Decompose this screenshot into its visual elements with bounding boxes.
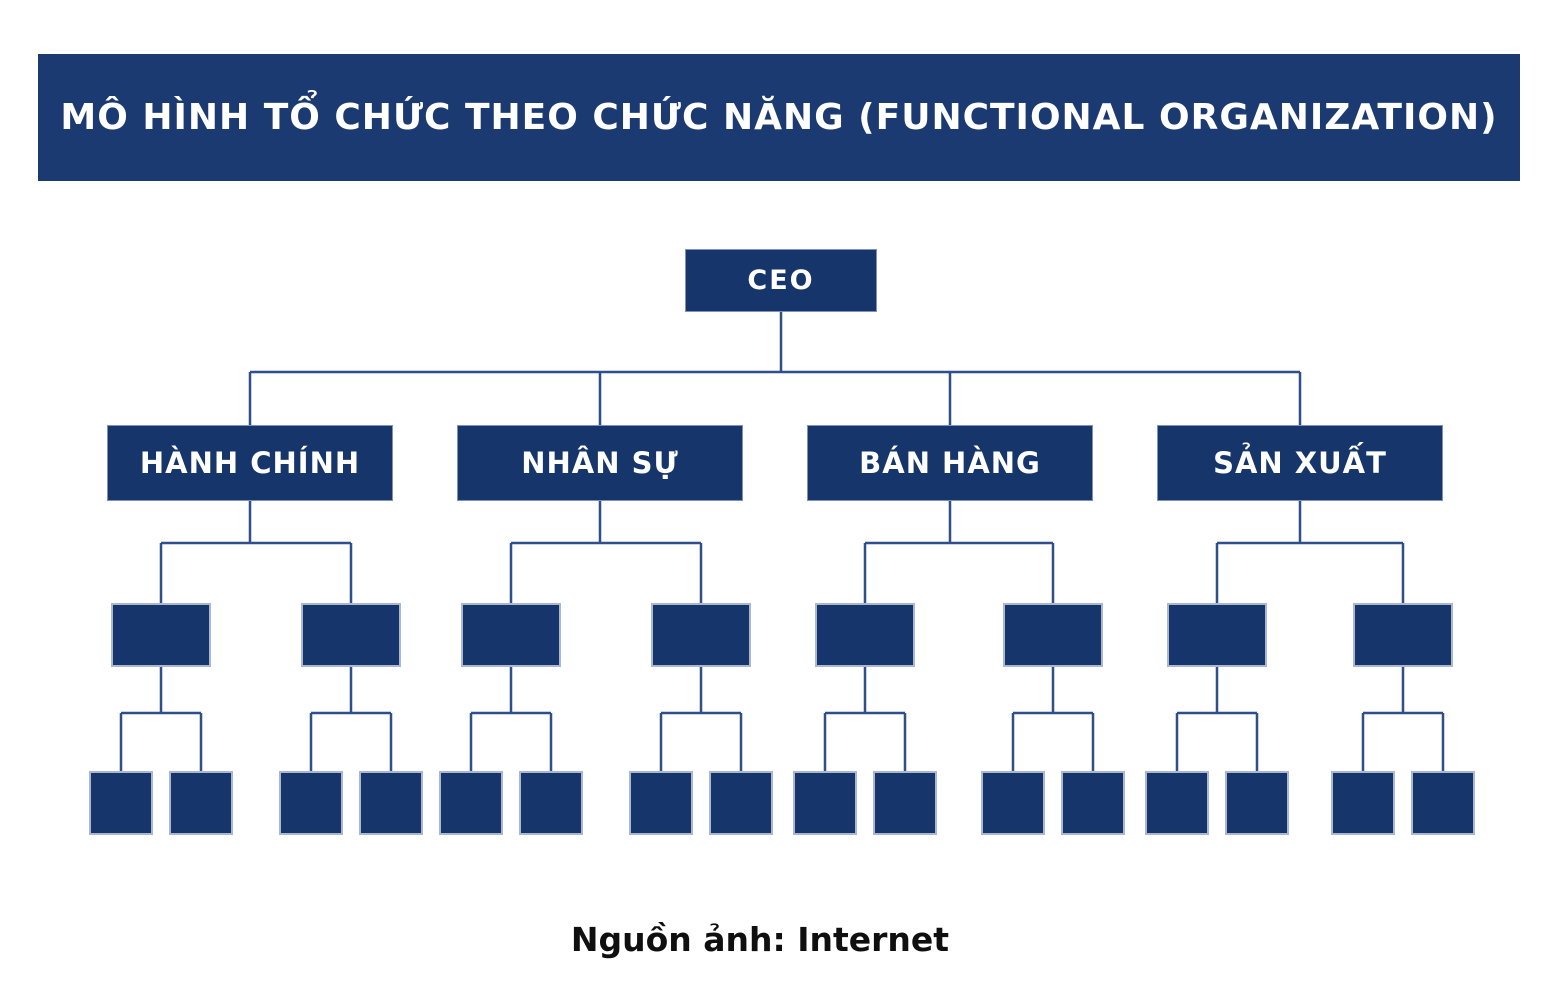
team-box xyxy=(1225,771,1289,835)
page-title: MÔ HÌNH TỔ CHỨC THEO CHỨC NĂNG (FUNCTION… xyxy=(60,97,1498,138)
team-box xyxy=(439,771,503,835)
sub-unit-box xyxy=(1353,603,1453,667)
team-box xyxy=(359,771,423,835)
sub-unit-box xyxy=(461,603,561,667)
team-box xyxy=(981,771,1045,835)
sub-unit-box xyxy=(301,603,401,667)
ceo-label: CEO xyxy=(747,265,815,296)
image-source-caption: Nguồn ảnh: Internet xyxy=(570,920,950,959)
team-box xyxy=(169,771,233,835)
team-box xyxy=(709,771,773,835)
team-box xyxy=(519,771,583,835)
sub-unit-box xyxy=(111,603,211,667)
team-box xyxy=(1411,771,1475,835)
team-box xyxy=(1331,771,1395,835)
team-box xyxy=(873,771,937,835)
team-box xyxy=(279,771,343,835)
sub-unit-box xyxy=(1167,603,1267,667)
department-label: NHÂN SỰ xyxy=(521,446,679,480)
department-box-ban-hang: BÁN HÀNG xyxy=(807,425,1093,501)
department-box-nhan-su: NHÂN SỰ xyxy=(457,425,743,501)
team-box xyxy=(629,771,693,835)
team-box xyxy=(89,771,153,835)
title-bar: MÔ HÌNH TỔ CHỨC THEO CHỨC NĂNG (FUNCTION… xyxy=(38,54,1520,181)
sub-unit-box xyxy=(651,603,751,667)
ceo-box: CEO xyxy=(685,249,877,312)
department-label: BÁN HÀNG xyxy=(859,446,1041,480)
team-box xyxy=(1145,771,1209,835)
team-box xyxy=(793,771,857,835)
department-label: HÀNH CHÍNH xyxy=(139,446,361,480)
department-label: SẢN XUẤT xyxy=(1213,446,1387,480)
department-box-hanh-chinh: HÀNH CHÍNH xyxy=(107,425,393,501)
sub-unit-box xyxy=(1003,603,1103,667)
sub-unit-box xyxy=(815,603,915,667)
department-box-san-xuat: SẢN XUẤT xyxy=(1157,425,1443,501)
team-box xyxy=(1061,771,1125,835)
